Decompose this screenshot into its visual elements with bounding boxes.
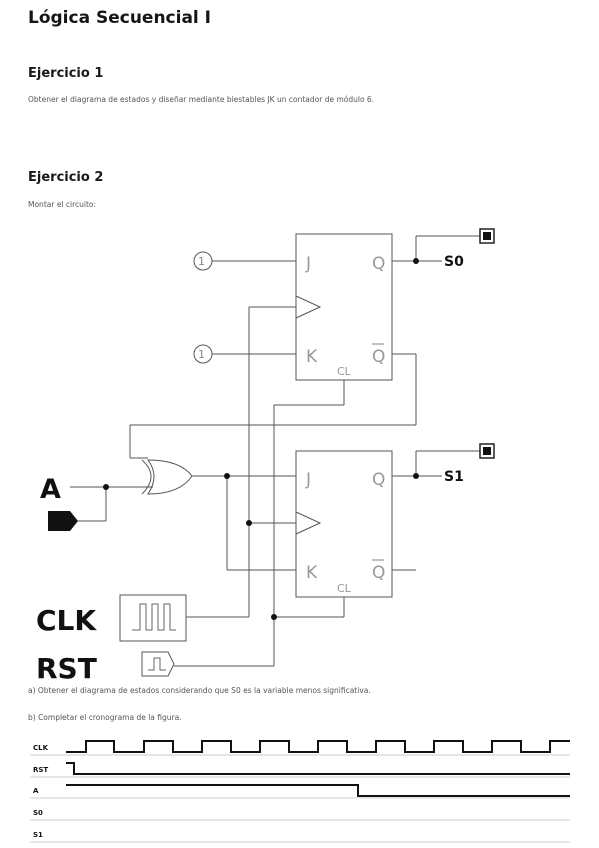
clk-waveform [66, 740, 570, 753]
exercise-1-heading: Ejercicio 1 [28, 66, 104, 81]
rst-label: RST [36, 652, 97, 685]
xor-gate [147, 459, 193, 495]
exercise-1-text: Obtener el diagrama de estados y diseñar… [28, 95, 375, 104]
j-top-one-label: 1 [198, 255, 205, 268]
question-a-text: a) Obtener el diagrama de estados consid… [28, 686, 371, 695]
circuit-diagram: 1 1 J K Q Q CL J K Q Q CL S0 S1 A CLK RS… [36, 228, 495, 685]
ff-bottom-qbar-label: Q [372, 563, 385, 583]
timing-label-rst: RST [33, 766, 48, 774]
ff-top-k-label: K [306, 347, 318, 367]
exercise-2-heading: Ejercicio 2 [28, 170, 104, 185]
ff-bottom-cl-label: CL [337, 582, 352, 595]
ff-top-cl-label: CL [337, 365, 352, 378]
timing-label-a: A [33, 787, 39, 795]
ff-bottom-k-label: K [306, 563, 318, 583]
timing-label-s0: S0 [33, 809, 43, 817]
timing-label-clk: CLK [33, 744, 49, 752]
xor-gate-back-curve [141, 459, 152, 495]
k-top-one-label: 1 [198, 348, 205, 361]
timing-label-s1: S1 [33, 831, 43, 839]
clock-source [119, 594, 187, 642]
clock-triangle-top [295, 295, 322, 319]
s0-label: S0 [444, 254, 464, 270]
ff-bottom-j-label: J [305, 470, 311, 490]
a-input-label: A [40, 474, 61, 505]
page-title: Lógica Secuencial I [28, 8, 212, 28]
s1-label: S1 [444, 469, 464, 485]
exercise-2-text: Montar el circuito: [28, 200, 97, 209]
ff-top-j-label: J [305, 254, 311, 274]
a-waveform [66, 784, 570, 797]
clock-triangle-bottom [295, 511, 322, 535]
rst-waveform [66, 762, 570, 775]
ff-bottom-q-label: Q [372, 470, 385, 490]
clk-label: CLK [36, 604, 97, 637]
flip-flop-top [295, 233, 393, 381]
question-b-text: b) Completar el cronograma de la figura. [28, 713, 182, 722]
ff-top-q-label: Q [372, 254, 385, 274]
ff-top-qbar-label: Q [372, 347, 385, 367]
a-input-switch [48, 511, 78, 531]
reset-source [141, 651, 175, 677]
flip-flop-bottom [295, 450, 393, 598]
